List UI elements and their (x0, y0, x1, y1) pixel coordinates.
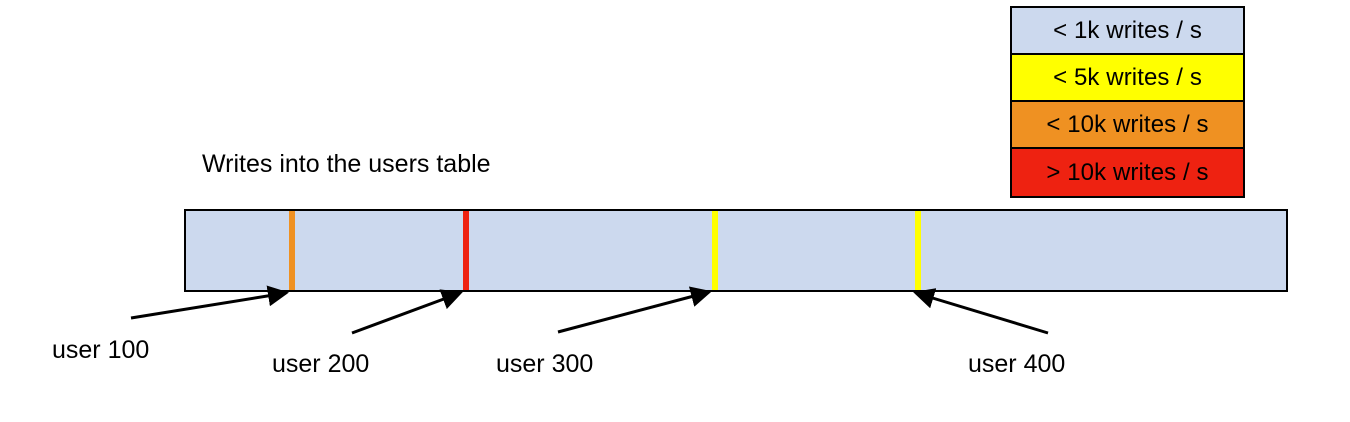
callout-arrow-user-100 (130, 285, 289, 320)
legend-item-lt-10k: < 10k writes / s (1012, 102, 1243, 149)
legend-item-label: < 1k writes / s (1053, 16, 1202, 44)
legend-item-label: < 5k writes / s (1053, 63, 1202, 91)
write-rate-legend: < 1k writes / s < 5k writes / s < 10k wr… (1010, 6, 1245, 198)
legend-item-lt-5k: < 5k writes / s (1012, 55, 1243, 102)
users-table-bar (184, 209, 1288, 292)
boundary-marker-user-100 (289, 211, 295, 290)
boundary-marker-user-400 (915, 211, 921, 290)
callout-arrow-user-300 (557, 286, 712, 334)
boundary-marker-user-200 (463, 211, 469, 290)
callout-label-user-200: user 200 (272, 350, 370, 378)
legend-item-label: < 10k writes / s (1046, 110, 1209, 138)
legend-item-lt-1k: < 1k writes / s (1012, 8, 1243, 55)
callout-arrow-user-200 (351, 289, 463, 335)
boundary-marker-user-300 (712, 211, 718, 290)
callout-label-user-400: user 400 (968, 350, 1066, 378)
callout-label-user-300: user 300 (496, 350, 594, 378)
callout-label-user-100: user 100 (52, 336, 150, 364)
callout-arrow-user-400 (913, 288, 1049, 335)
chart-title: Writes into the users table (202, 150, 491, 178)
legend-item-gt-10k: > 10k writes / s (1012, 149, 1243, 196)
legend-item-label: > 10k writes / s (1046, 158, 1209, 186)
